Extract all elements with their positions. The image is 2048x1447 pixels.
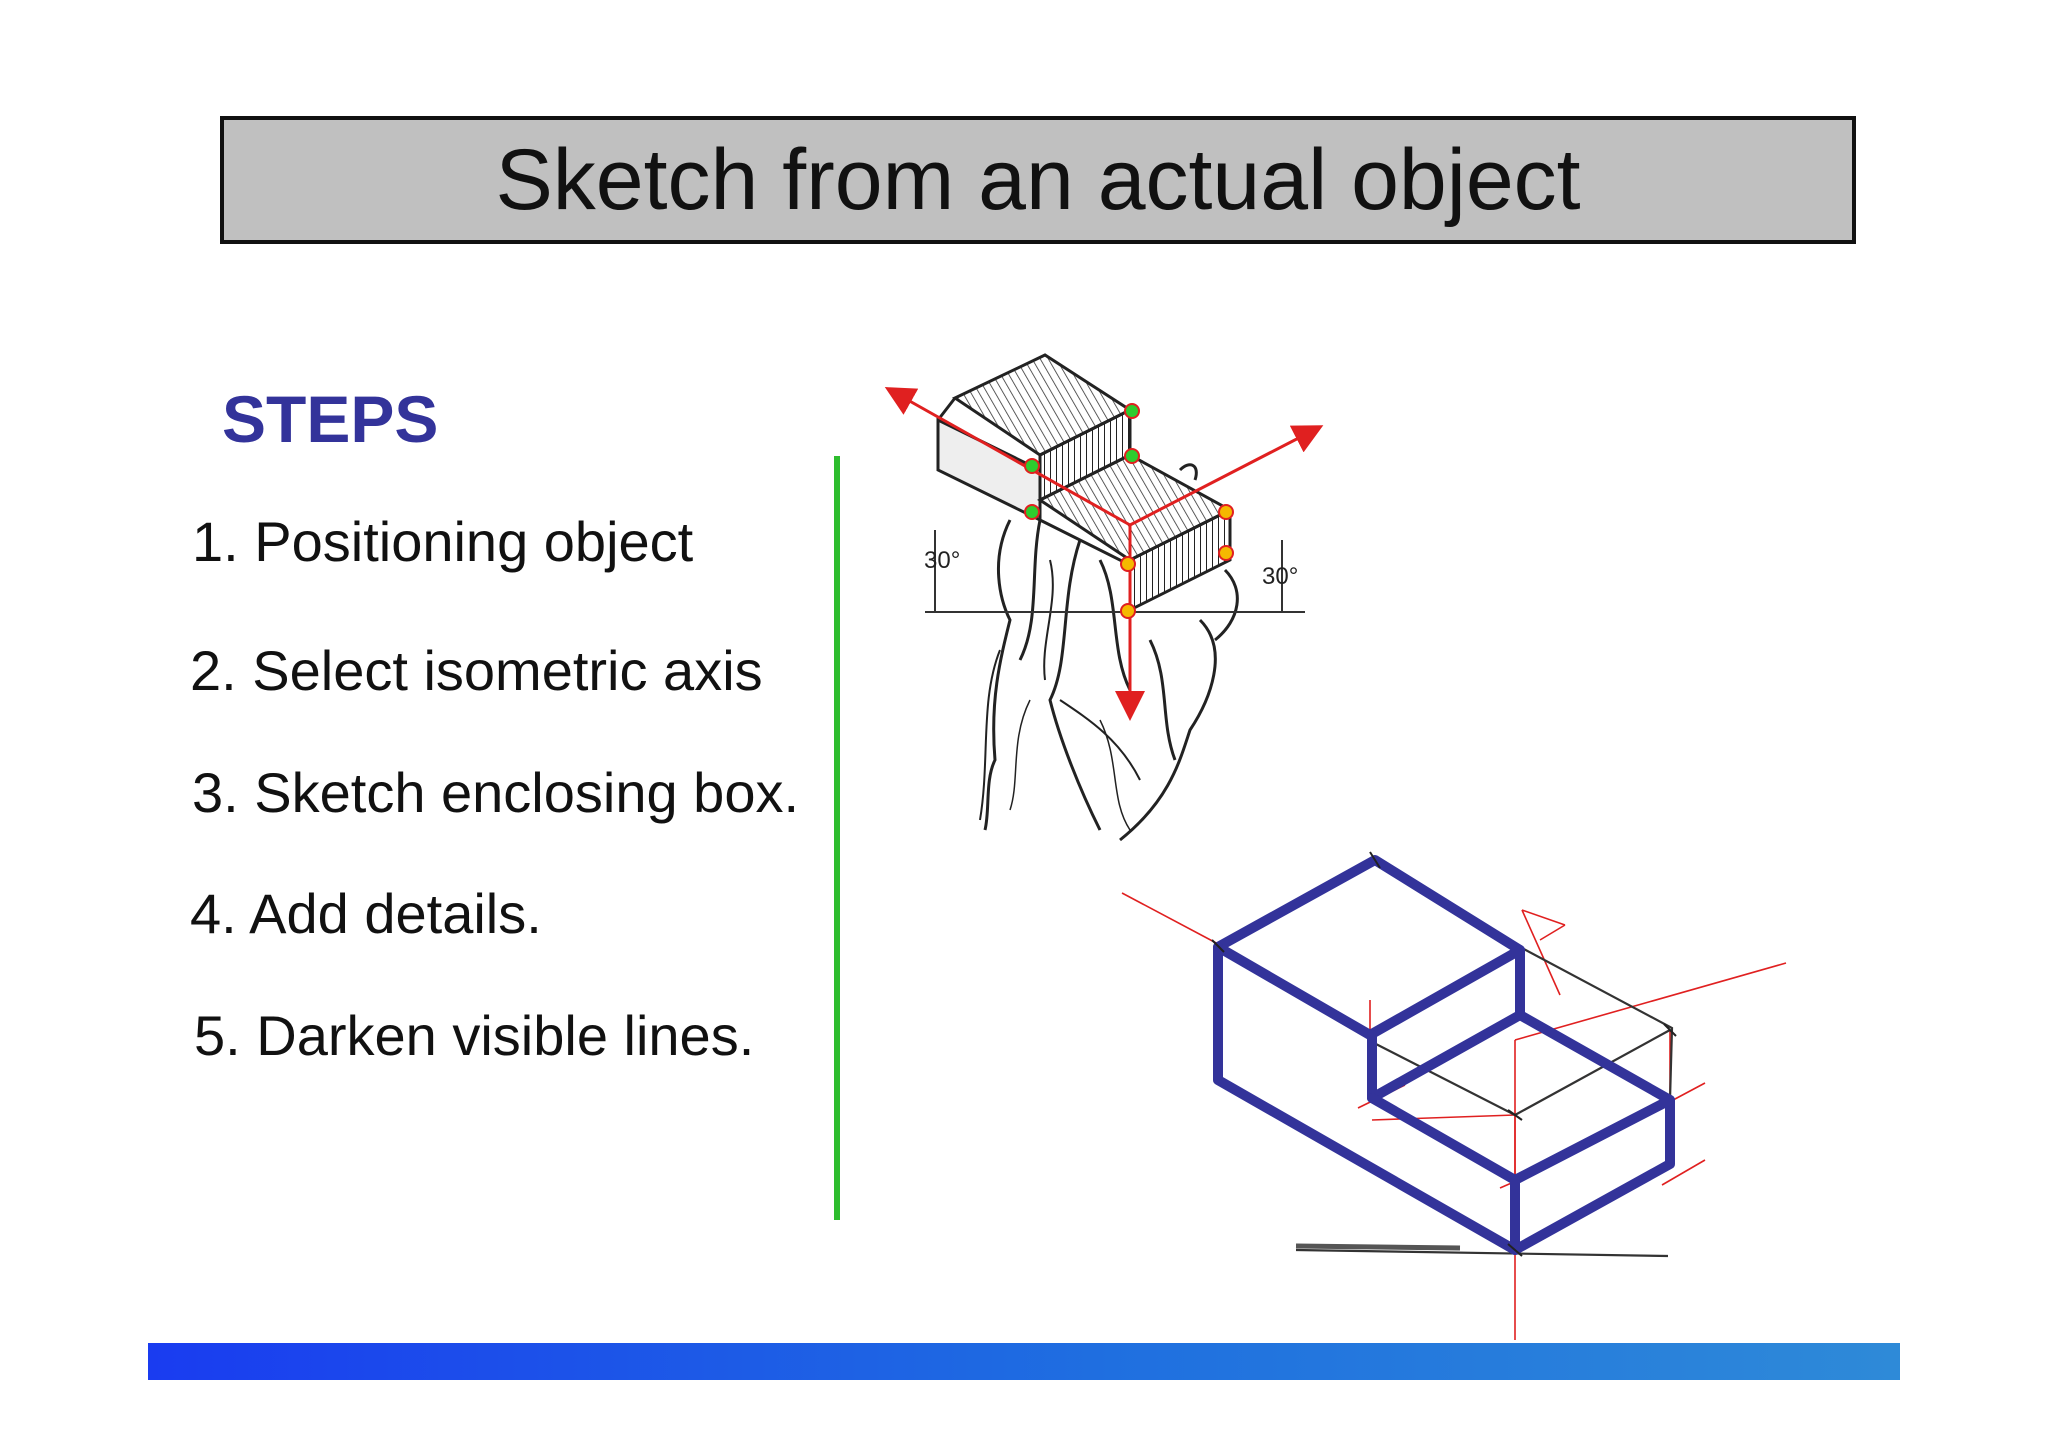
step-2: 2. Select isometric axis bbox=[190, 639, 763, 702]
angle-label-left: 30° bbox=[924, 547, 960, 574]
step-4: 4. Add details. bbox=[190, 882, 542, 945]
bottom-gradient-bar bbox=[148, 1343, 1900, 1380]
angle-label-right: 30° bbox=[1262, 563, 1298, 590]
sketch-strokes bbox=[1295, 947, 1674, 1258]
slide-title: Sketch from an actual object bbox=[495, 132, 1581, 228]
visible-lines bbox=[1213, 855, 1675, 1255]
step-5: 5. Darken visible lines. bbox=[194, 1004, 755, 1067]
green-divider bbox=[834, 456, 840, 1220]
hand-drawing bbox=[979, 463, 1239, 842]
corner-markers bbox=[1024, 403, 1234, 619]
title-box: Sketch from an actual object bbox=[220, 116, 1856, 244]
corner-ticks bbox=[1211, 851, 1677, 1257]
steps-heading: STEPS bbox=[222, 382, 439, 456]
step-3: 3. Sketch enclosing box. bbox=[192, 761, 800, 824]
step-1: 1. Positioning object bbox=[192, 510, 694, 573]
